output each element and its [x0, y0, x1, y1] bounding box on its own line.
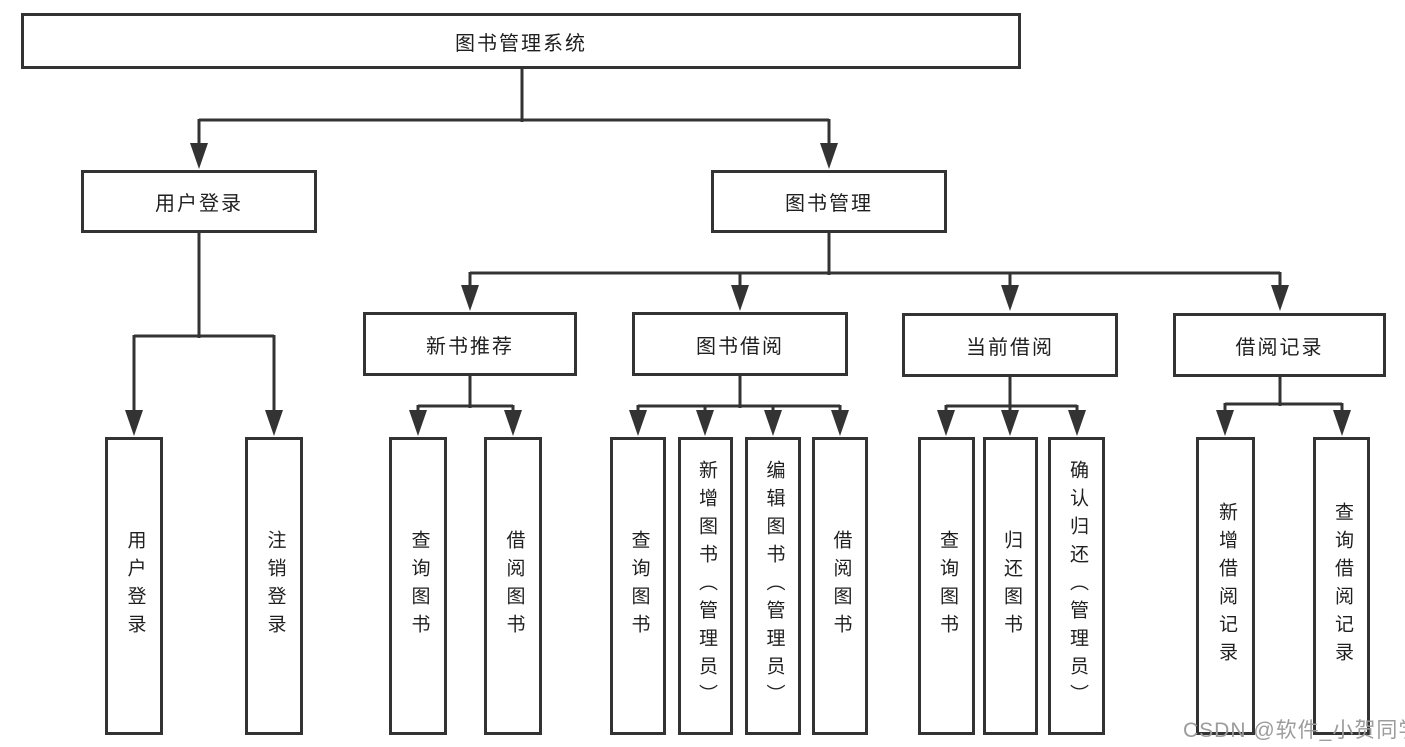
connector-lines	[132, 68, 1344, 414]
node-leaf-user-login: 用户登录	[105, 437, 163, 735]
csdn-watermark: CSDN @软件_小贺同学	[1183, 719, 1405, 742]
node-leaf-add-borrow-record: 新增借阅记录	[1196, 437, 1255, 735]
node-leaf-query-book-borrow: 查询图书	[610, 437, 666, 735]
node-leaf-logout-login: 注销登录	[245, 437, 303, 735]
node-leaf-borrow-book-borrow: 借阅图书	[812, 437, 868, 735]
node-leaf-query-book-current: 查询图书	[918, 437, 975, 735]
node-leaf-return-book: 归还图书	[983, 437, 1038, 735]
node-leaf-borrow-book-recommend: 借阅图书	[484, 437, 542, 735]
node-library-system: 图书管理系统	[21, 13, 1021, 69]
node-borrow-record: 借阅记录	[1173, 313, 1386, 377]
node-user-login: 用户登录	[81, 170, 317, 233]
node-book-management: 图书管理	[711, 170, 947, 233]
node-book-borrow: 图书借阅	[632, 312, 848, 376]
node-leaf-query-book-recommend: 查询图书	[389, 437, 447, 735]
node-current-borrow: 当前借阅	[902, 313, 1118, 377]
node-leaf-confirm-return-admin: 确认归还（管理员）	[1048, 437, 1105, 735]
node-leaf-edit-book-admin: 编辑图书（管理员）	[745, 437, 801, 735]
node-leaf-query-borrow-record: 查询借阅记录	[1313, 437, 1370, 735]
node-new-book-recommend: 新书推荐	[363, 312, 577, 376]
node-leaf-add-book-admin: 新增图书（管理员）	[678, 437, 733, 735]
arrowhead-icons	[125, 143, 1351, 436]
